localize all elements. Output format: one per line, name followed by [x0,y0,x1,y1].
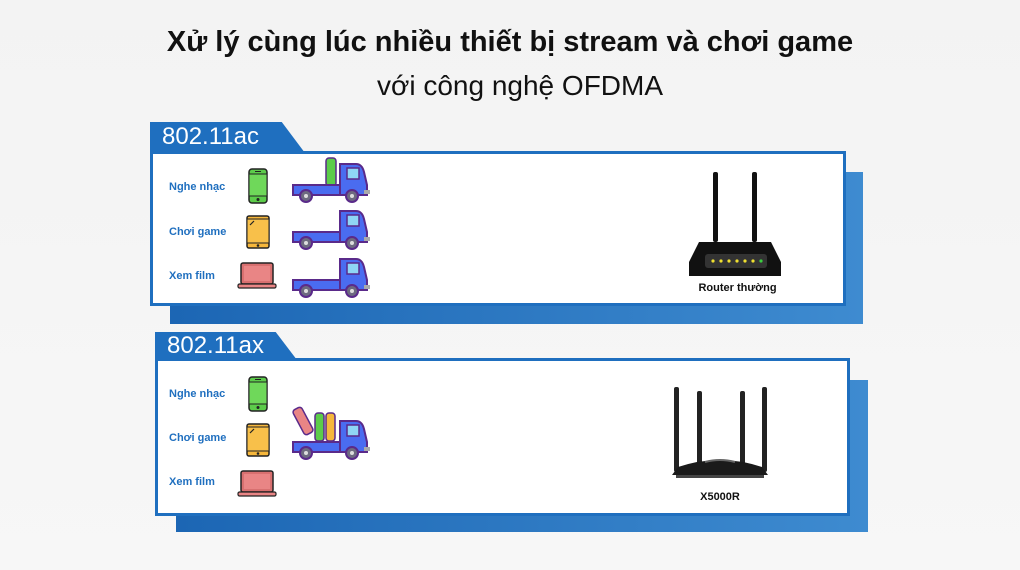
row-label: Xem film [169,270,215,282]
truck-icon [292,253,372,298]
row-label: Chơi game [169,226,227,238]
phone-icon [248,168,268,204]
router-label: X5000R [700,491,740,503]
tab-80211ax: 802.11ax [155,332,297,360]
laptop-icon [237,262,277,290]
truck-icon [292,205,372,250]
row-label: Chơi game [169,432,227,444]
laptop-icon [237,470,277,498]
row-label: Nghe nhạc [169,181,226,193]
router-label: Router thường [698,282,777,294]
tab-80211ac: 802.11ac [150,122,305,153]
title: Xử lý cùng lúc nhiều thiết bị stream và … [166,26,854,58]
phone-icon [248,376,268,412]
truck-icon [292,406,371,460]
router-icon [689,172,781,276]
row-label: Xem film [169,476,215,488]
subtitle: với công nghệ OFDMA [376,70,664,101]
router-x5000r-icon [672,387,768,478]
row-label: Nghe nhạc [169,388,226,400]
tablet-icon [246,423,270,457]
truck-icon [292,157,371,203]
tablet-icon [246,215,270,249]
